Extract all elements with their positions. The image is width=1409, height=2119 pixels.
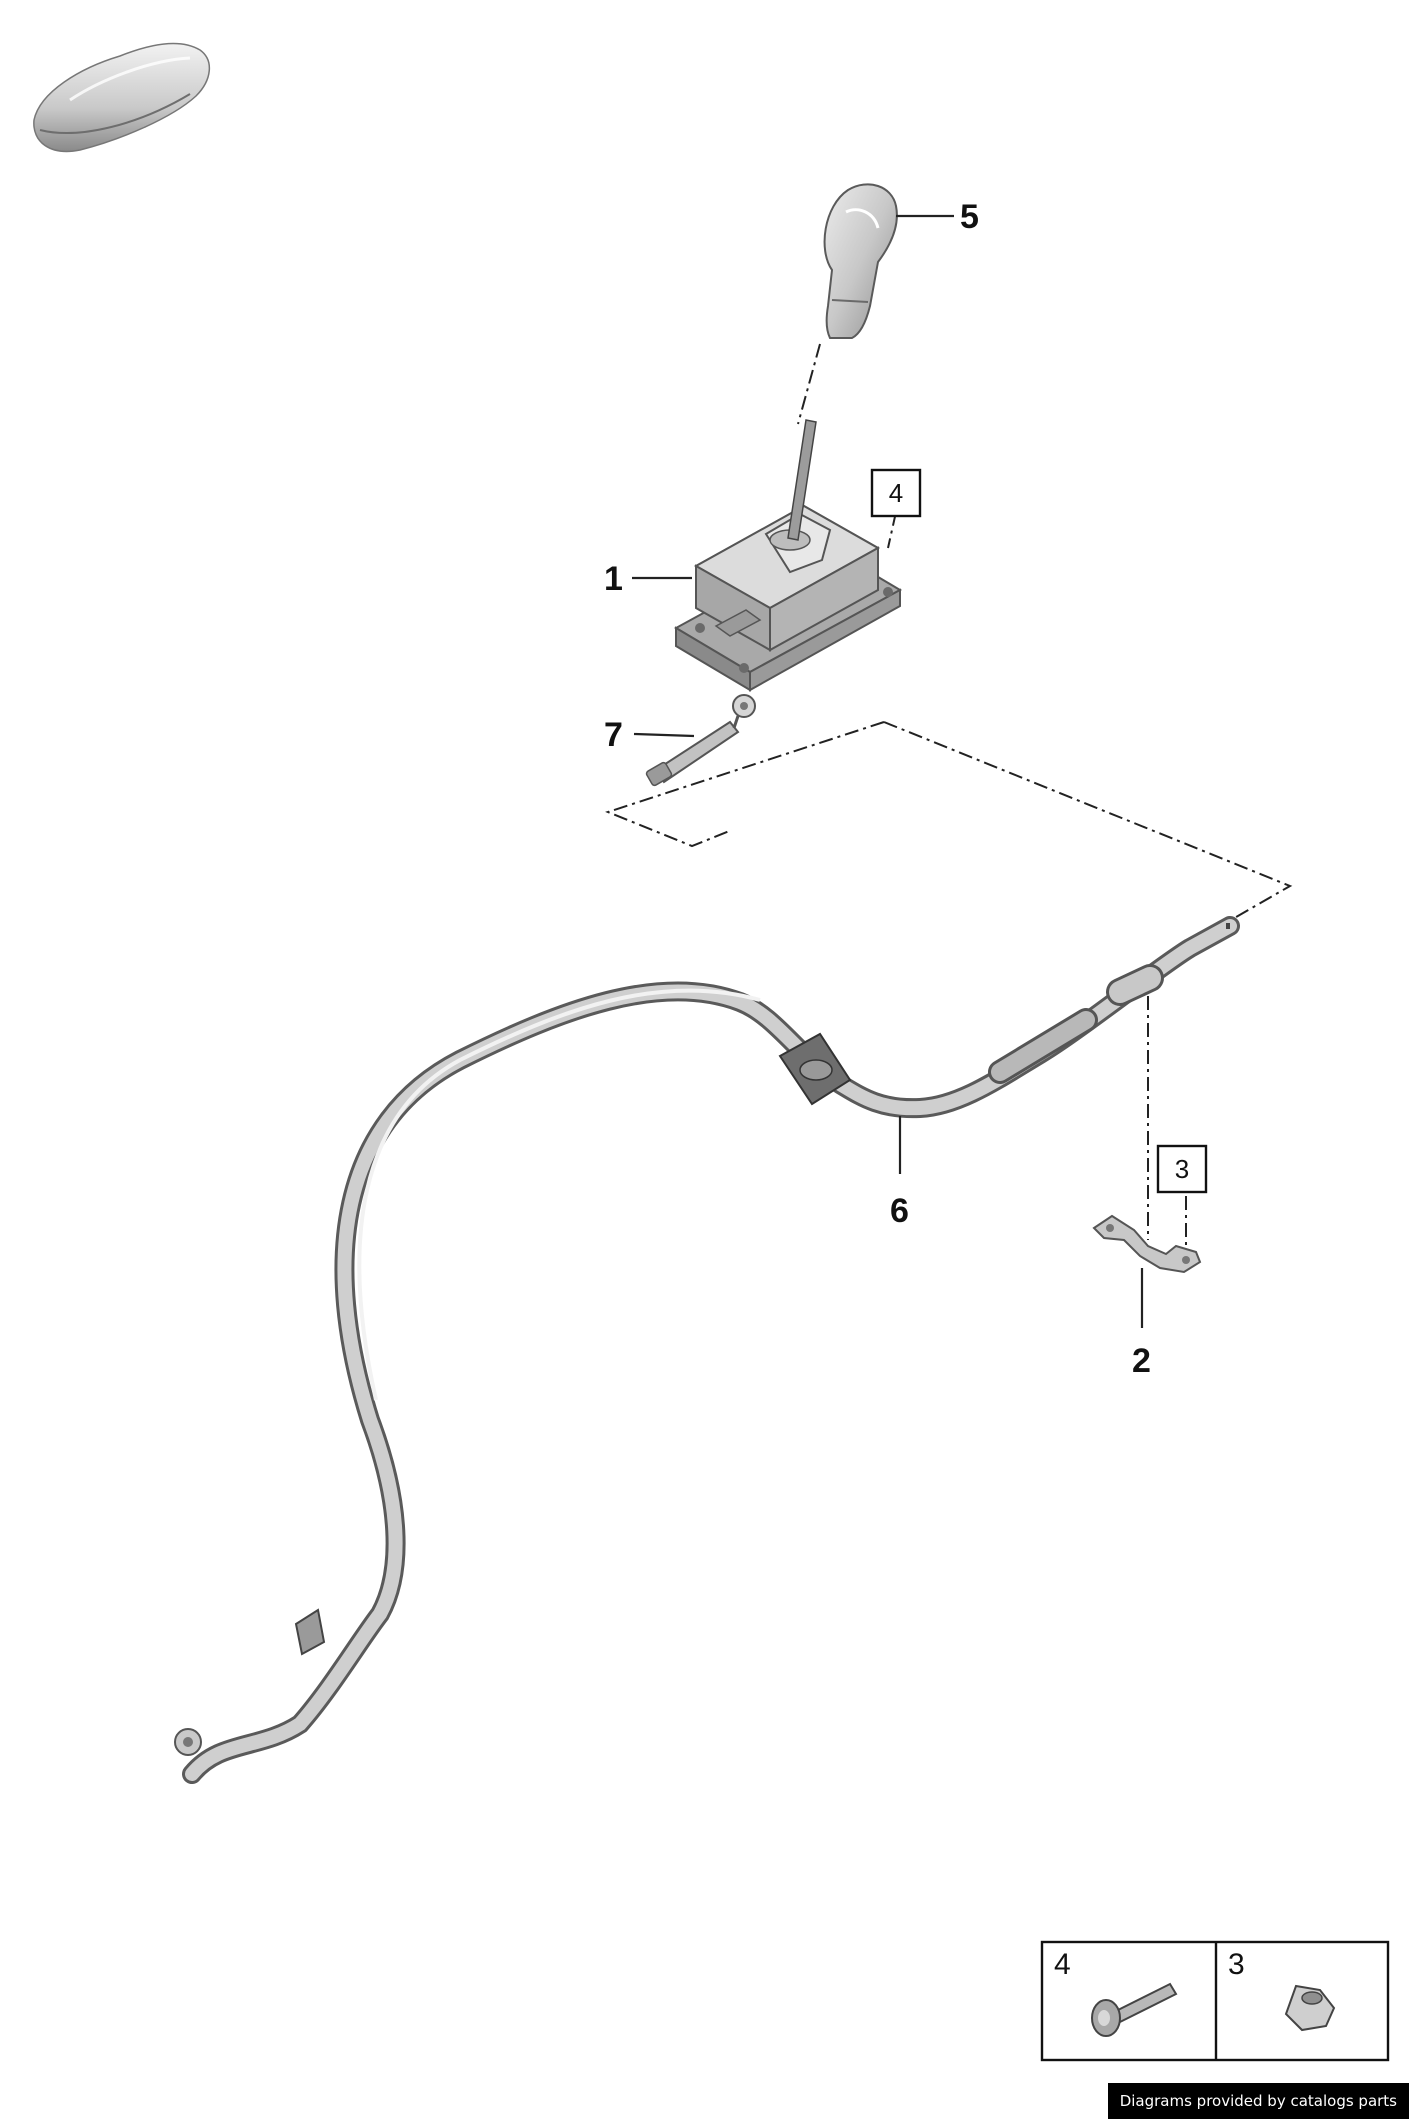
assembly-reference-lines bbox=[605, 343, 1293, 1248]
legend-number-3: 3 bbox=[1228, 1948, 1245, 1981]
boxed-ref-3: 3 bbox=[1156, 1144, 1208, 1194]
leader-lines bbox=[632, 214, 1144, 1328]
callout-1: 1 bbox=[604, 560, 623, 598]
boxed-ref-3-label: 3 bbox=[1175, 1154, 1189, 1184]
cable-bracket-part bbox=[1092, 1214, 1202, 1274]
callout-6: 6 bbox=[890, 1192, 909, 1230]
car-thumbnail-icon bbox=[33, 42, 210, 153]
legend-number-4: 4 bbox=[1054, 1948, 1071, 1981]
bolt-icon bbox=[1091, 1982, 1178, 2037]
boxed-ref-4: 4 bbox=[870, 468, 922, 518]
shifter-assembly-part bbox=[673, 419, 903, 692]
hex-nut-icon bbox=[1284, 1984, 1336, 2032]
fastener-legend: 4 3 bbox=[1040, 1940, 1390, 2062]
callout-5: 5 bbox=[960, 198, 979, 236]
shift-cable-part bbox=[174, 916, 1240, 1784]
diagram-credit-badge: Diagrams provided by catalogs parts bbox=[1107, 2083, 1409, 2119]
gear-knob-part bbox=[823, 183, 898, 339]
callout-2: 2 bbox=[1132, 1342, 1151, 1380]
callout-7: 7 bbox=[604, 716, 623, 754]
boxed-ref-4-label: 4 bbox=[889, 478, 903, 508]
selector-link-part bbox=[645, 694, 756, 787]
